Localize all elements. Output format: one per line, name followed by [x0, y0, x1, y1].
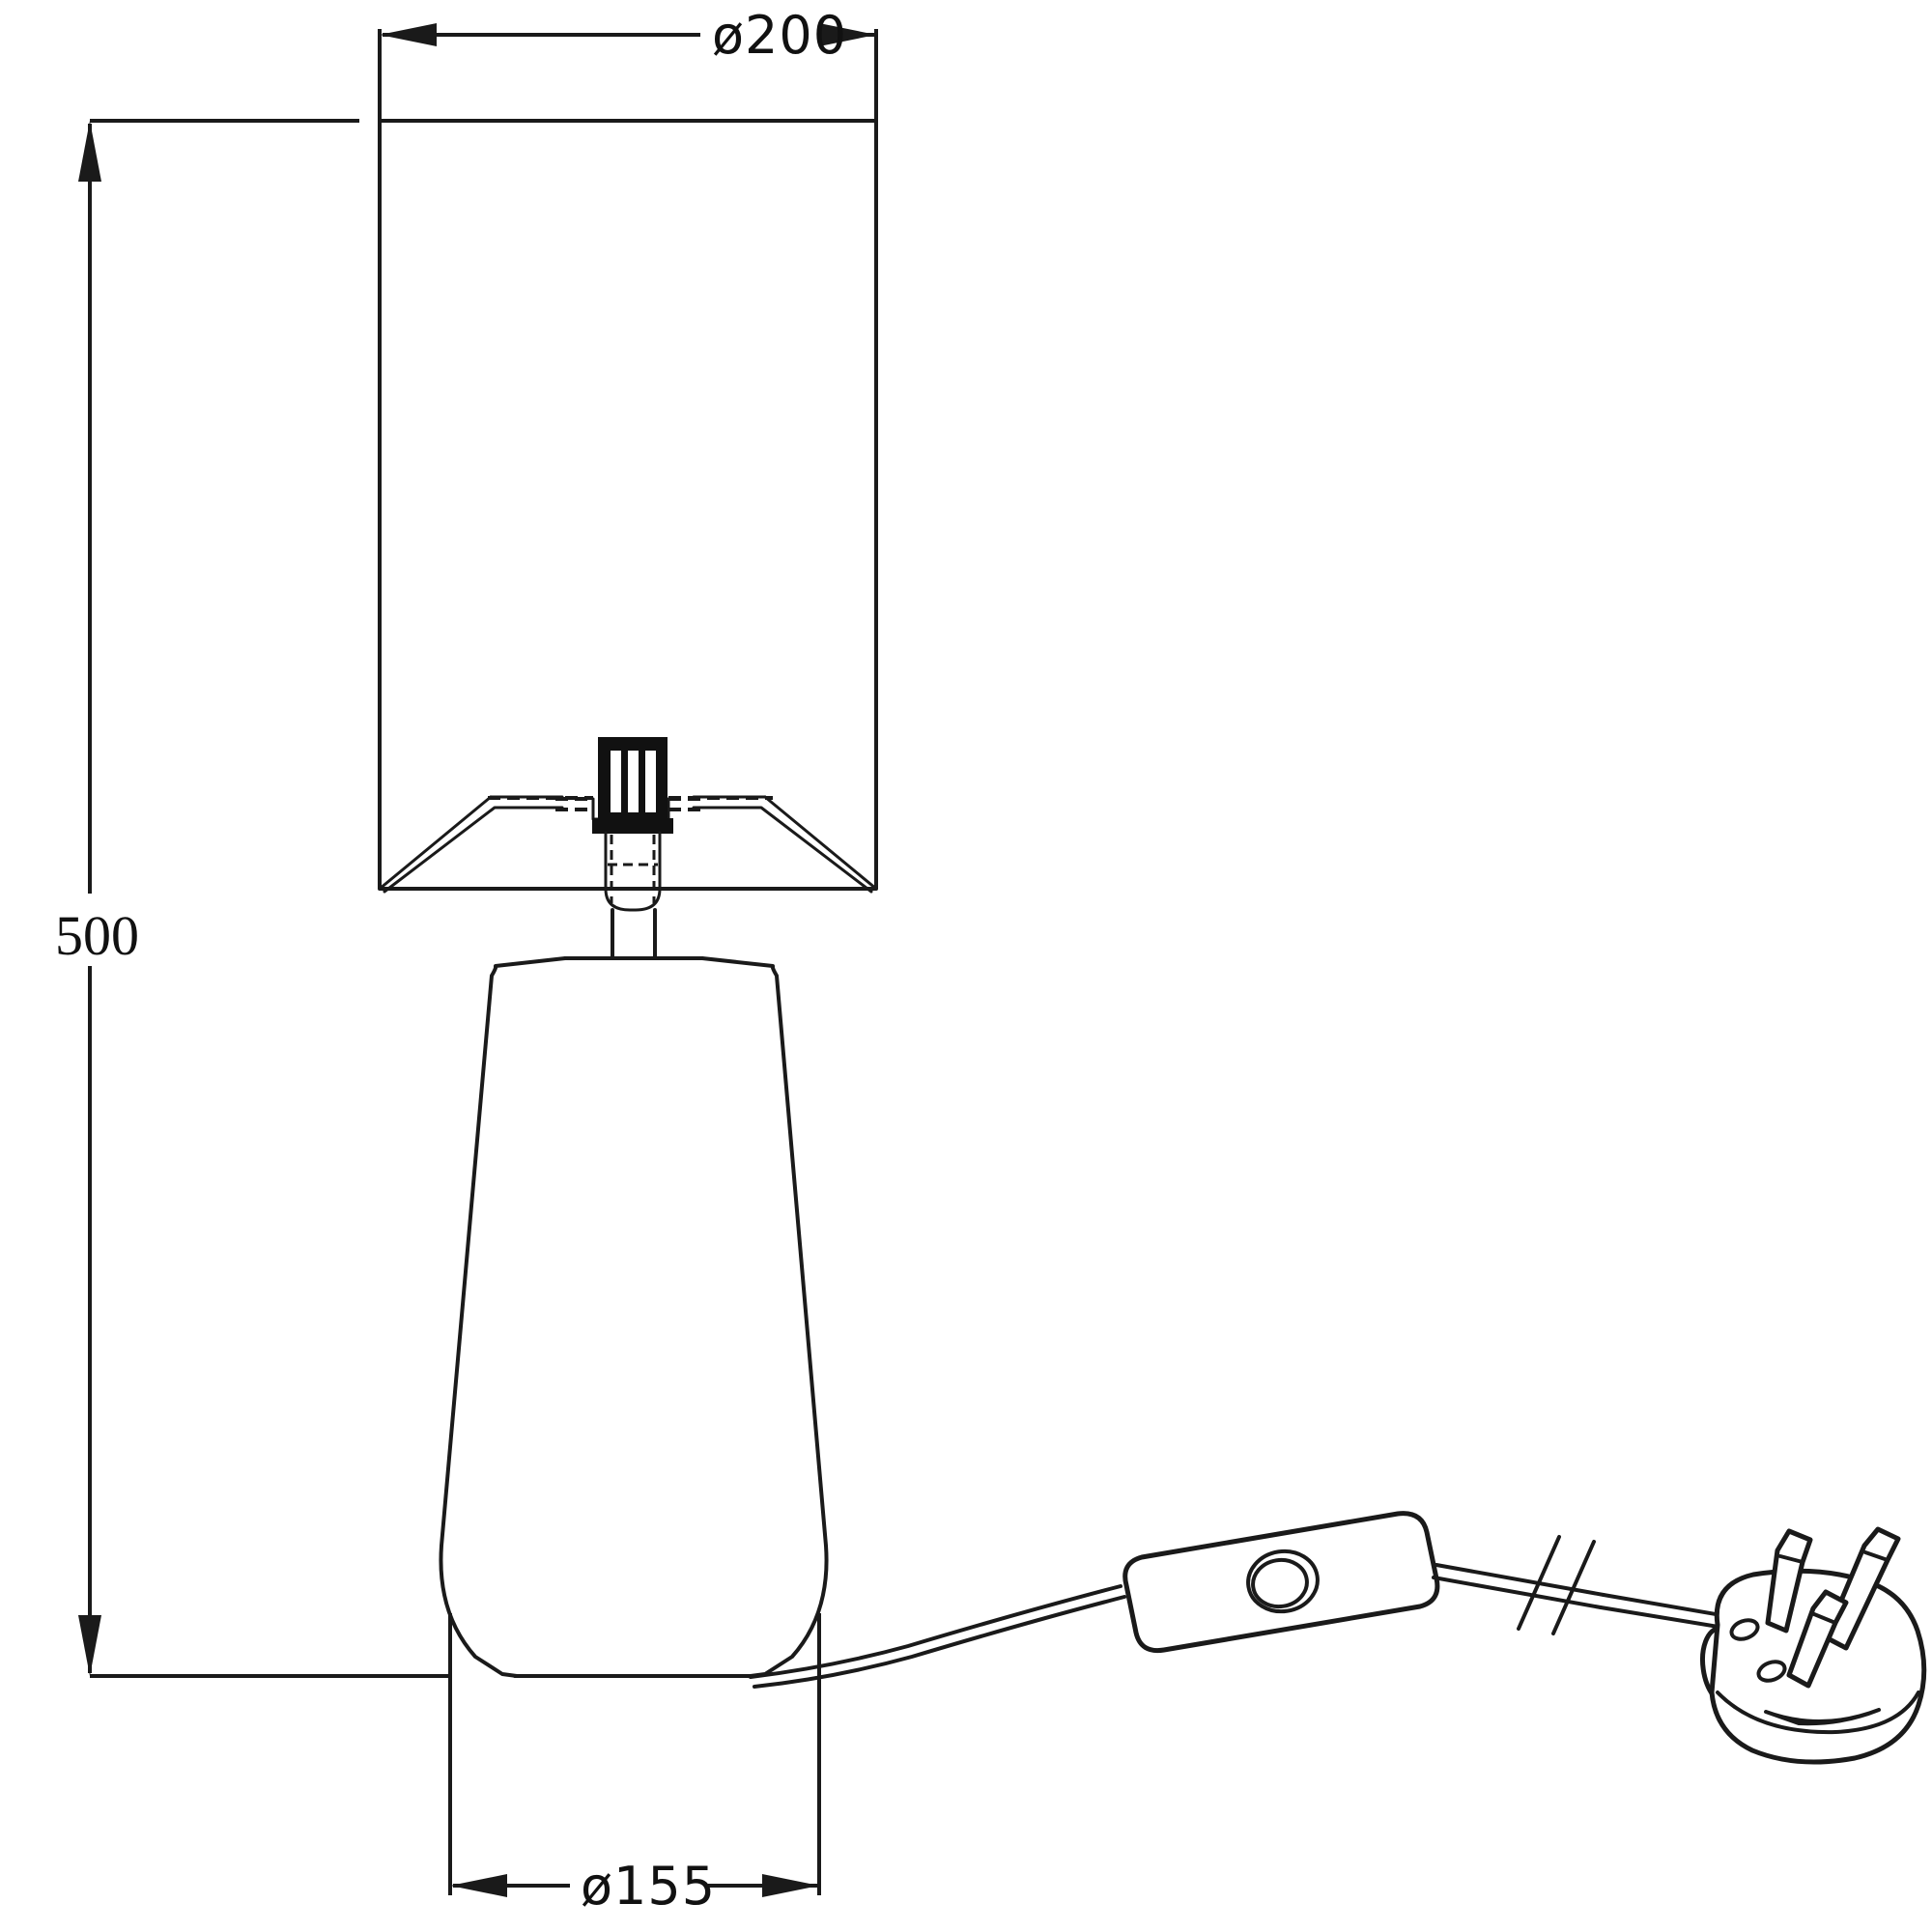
arrowhead-left — [380, 23, 437, 46]
cord-segment-2-upper — [1435, 1563, 1605, 1597]
holder-slot-3 — [645, 751, 656, 812]
dimension-label-base-diameter: ø155 — [581, 1856, 716, 1917]
power-cord — [749, 1511, 1723, 1689]
carrier-left-slope-outer — [378, 795, 493, 891]
plug-face-rim — [1716, 1690, 1920, 1735]
plug-grip-groove — [1764, 1708, 1881, 1726]
holder-slot-1 — [611, 751, 621, 812]
cord-break-stroke-2 — [1551, 1540, 1596, 1635]
switch-rocker-outer[interactable] — [1244, 1547, 1322, 1617]
shade-outline — [378, 33, 878, 891]
neck — [611, 908, 657, 958]
holder-ring — [592, 818, 673, 834]
plug-dimple-2 — [1756, 1660, 1787, 1683]
lamp-holder — [592, 737, 673, 912]
cord-segment-1-upper — [749, 1584, 1122, 1679]
switch-rocker-inner[interactable] — [1250, 1556, 1311, 1610]
switch-body[interactable] — [1122, 1511, 1440, 1654]
inline-switch[interactable] — [1122, 1511, 1440, 1654]
carrier-right-slope-inner — [692, 806, 873, 894]
dimension-shade-diameter: ø200 — [378, 5, 878, 116]
cord-segment-3-upper — [1602, 1593, 1723, 1617]
socket-skirt — [604, 831, 662, 912]
mains-plug — [1700, 1526, 1927, 1765]
ceramic-base — [439, 956, 829, 1678]
arrowhead-right — [819, 23, 876, 46]
arrowhead-bottom — [78, 1615, 101, 1676]
carrier-left-slope-inner — [383, 806, 564, 894]
plug-pin-live-edge — [1863, 1550, 1889, 1562]
arrowhead-base-right — [762, 1874, 819, 1897]
plug-pin-neutral-edge — [1812, 1612, 1837, 1625]
dimension-overall-height: 500 — [55, 119, 450, 1678]
cord-segment-3-lower — [1599, 1605, 1720, 1629]
base-left-profile — [439, 956, 567, 1678]
cord-break — [1517, 1535, 1596, 1635]
lamp-shade — [378, 33, 878, 891]
base-right-profile — [700, 956, 829, 1678]
plug-pin-earth-edge — [1778, 1554, 1804, 1564]
cord-break-stroke-1 — [1517, 1535, 1561, 1631]
arrowhead-top — [78, 121, 101, 182]
holder-slot-2 — [628, 751, 639, 812]
carrier-right-slope-outer — [763, 795, 878, 891]
cord-segment-2-lower — [1432, 1576, 1603, 1609]
dimension-base-diameter: ø155 — [448, 1613, 821, 1917]
cord-segment-1-lower — [753, 1595, 1126, 1689]
dimension-label-shade-diameter: ø200 — [712, 5, 847, 66]
dimension-label-overall-height: 500 — [55, 904, 139, 967]
arrowhead-base-left — [450, 1874, 507, 1897]
shade-carrier — [378, 795, 878, 894]
plug-dimple-1 — [1729, 1618, 1760, 1641]
